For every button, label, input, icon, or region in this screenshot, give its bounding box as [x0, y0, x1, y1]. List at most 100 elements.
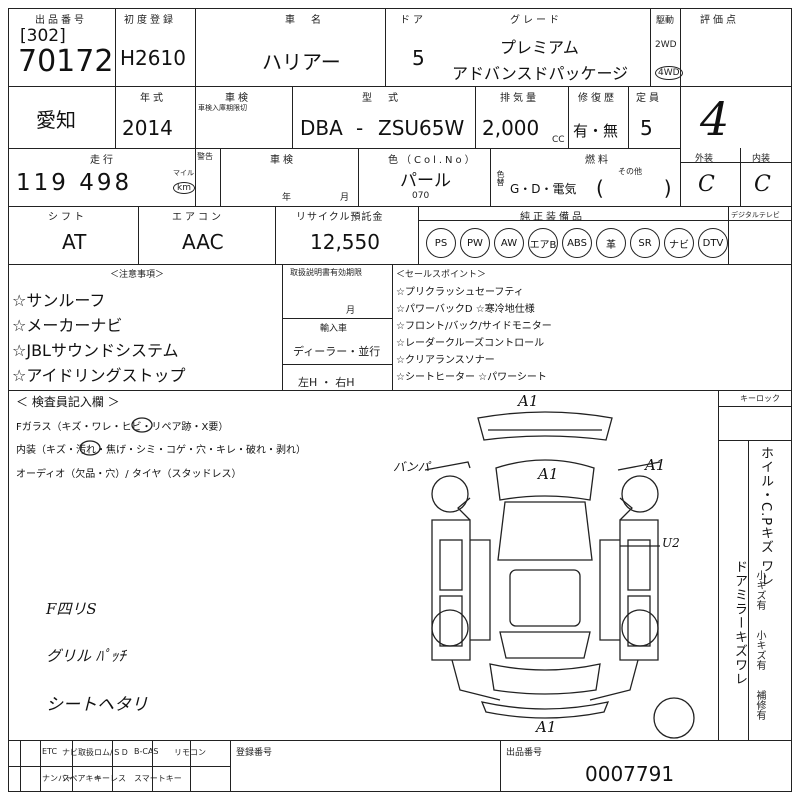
col-divider: [195, 86, 196, 148]
row-divider: [8, 740, 792, 741]
grade-label: グレード: [510, 15, 562, 26]
side-note-2: ドアミラーキズワレ: [732, 560, 747, 686]
model-name: ハリアー: [262, 50, 341, 74]
handwritten-note-1: F四リS: [46, 600, 97, 618]
footer-item: ロム/ＳＤ: [94, 748, 129, 757]
rear-window-shape: [499, 631, 591, 659]
mileage-label: 走行: [90, 155, 116, 166]
km-unit: km: [173, 182, 195, 194]
col-divider: [392, 264, 393, 390]
col-divider: [112, 740, 113, 792]
footer-item: リモコン: [174, 748, 206, 757]
month-unit: 月: [340, 193, 350, 203]
option-item: ☆メーカーナビ: [12, 316, 123, 335]
col-divider: [385, 8, 386, 86]
color-no: 070: [412, 191, 430, 201]
equipment-badge: AW: [494, 228, 524, 258]
row-divider: [282, 364, 392, 365]
col-divider: [40, 740, 41, 792]
reg-label: 登録番号: [236, 748, 273, 758]
exterior: C: [698, 172, 715, 197]
lot-code: [302]: [20, 26, 66, 46]
export-label: 輸入車: [320, 324, 348, 334]
col-divider: [500, 740, 501, 792]
windshield-shape: [497, 501, 593, 561]
row-divider: [8, 390, 792, 391]
footer-item: ETC: [42, 747, 58, 756]
color-change-label: 色替: [496, 170, 505, 186]
fuel-label: 燃料: [585, 155, 611, 166]
col-divider: [680, 8, 681, 206]
option-item: ☆JBLサウンドシステム: [12, 341, 179, 360]
footer-item: キーレス: [94, 774, 126, 783]
col-divider: [418, 206, 419, 264]
fuel-other: その他: [618, 167, 642, 176]
shift-label: シフト: [48, 212, 87, 223]
col-divider: [138, 206, 139, 264]
audio-line: オーディオ（欠品・穴）/ タイヤ（スタッドレス）: [16, 469, 242, 480]
mark-u2: U2: [662, 536, 680, 550]
score: 4: [700, 92, 730, 146]
mark-front: A1: [518, 392, 539, 410]
fuel-options: G・D・電気: [510, 182, 577, 196]
footer-item: B-CAS: [134, 747, 159, 756]
exterior-label: 外装: [695, 154, 714, 164]
steering: 左H ・ 右H: [298, 376, 355, 389]
front-right-wheel: [621, 475, 659, 513]
drive-label: 駆動: [656, 16, 675, 26]
col-divider: [220, 148, 221, 206]
glass-line: Fガラス（キズ・ワレ・ヒビ・リペア跡・X要）: [16, 422, 229, 433]
first-reg: H2610: [120, 46, 186, 70]
rear-left-wheel: [431, 609, 469, 647]
col-divider: [282, 264, 283, 390]
sales-point-item: ☆プリクラッシュセーフティ: [396, 287, 524, 298]
equipment-badge: PS: [426, 228, 456, 258]
col-divider: [358, 148, 359, 206]
color: パール: [400, 171, 451, 191]
right-body-shape: [619, 519, 659, 661]
displacement-label: 排気量: [500, 93, 539, 104]
equipment-badge: 革: [596, 228, 626, 258]
col-divider: [748, 440, 749, 740]
footer-item: ナビ取扱: [62, 748, 94, 757]
score-label: 評価点: [700, 15, 739, 26]
small-note-3: 補修有: [754, 690, 765, 720]
col-divider: [275, 206, 276, 264]
roof-shape: [509, 569, 581, 627]
recall-label: 取扱説明書有効期限: [290, 268, 362, 277]
capacity: 5: [640, 116, 653, 140]
ac-label: エアコン: [172, 212, 224, 223]
bumper-pointer: [424, 461, 471, 471]
col-divider: [115, 86, 116, 148]
drive-2wd: 2WD: [655, 40, 677, 50]
sales-point-item: ☆レーダークルーズコントロール: [396, 338, 545, 349]
inspection-label: 車検: [225, 93, 251, 104]
equipment-badge: ナビ: [664, 228, 694, 258]
footer-item: スマートキー: [134, 774, 182, 783]
sales-point-item: ☆フロント/バック/サイドモニター: [396, 321, 552, 332]
row-divider: [8, 148, 680, 149]
row-divider: [8, 264, 792, 265]
footer-item: スペアキー: [62, 774, 102, 783]
form-label: 出品番号: [506, 748, 543, 758]
col-divider: [650, 8, 651, 86]
mark-fender: A1: [645, 456, 666, 474]
fuel-paren: ( ): [596, 176, 672, 200]
digital-tv-label: デジタルテレビ: [731, 211, 780, 219]
model-prefix: DBA: [300, 116, 343, 140]
sales-points-label: ＜セールスポイント＞: [396, 270, 487, 280]
equipment-badge: DTV: [698, 228, 728, 258]
interior-line: 内装（キズ・汚れ・焦げ・シミ・コゲ・穴・キレ・破れ・剥れ）: [16, 445, 306, 456]
option-item: ☆サンルーフ: [12, 291, 106, 310]
dealer: ディーラー・並行: [293, 345, 381, 358]
model-name-label: 車 名: [285, 15, 324, 26]
equipment-badge: ABS: [562, 228, 592, 258]
front-bumper-shape: [477, 411, 613, 441]
drive-4wd: 4WD: [655, 66, 683, 80]
equipment-badge: PW: [460, 228, 490, 258]
small-note-2: 小キズ有: [754, 630, 765, 670]
repair: 有・無: [573, 122, 619, 140]
col-divider: [475, 86, 476, 148]
col-divider: [292, 86, 293, 148]
rear-bumper-shape: [480, 701, 610, 719]
